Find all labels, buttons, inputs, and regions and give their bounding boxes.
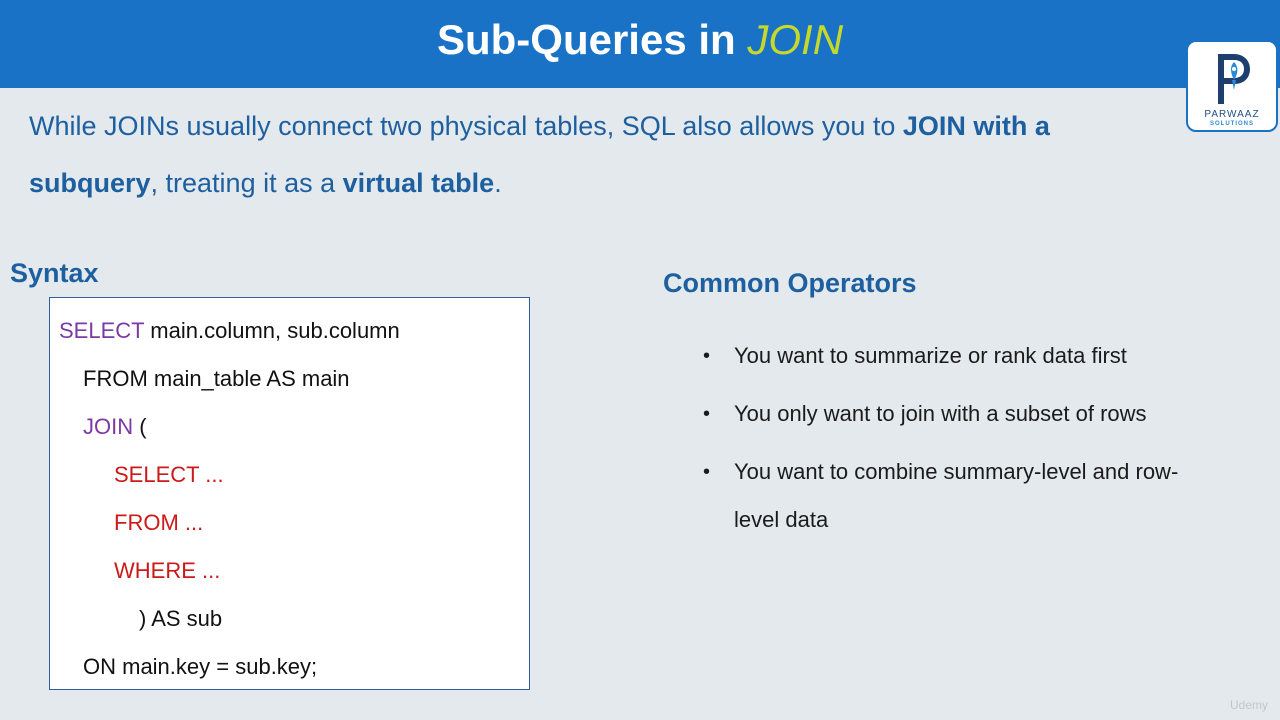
syntax-heading: Syntax	[10, 258, 99, 288]
code-text: (	[133, 414, 147, 439]
list-item: • You only want to join with a subset of…	[700, 390, 1220, 438]
code-line-7: ) AS sub	[139, 606, 223, 631]
slide-title-main: Sub-Queries in	[436, 16, 748, 63]
intro-text-3: .	[494, 168, 502, 198]
code-line-6: WHERE ...	[114, 558, 221, 583]
code-line-3: JOIN (	[83, 414, 147, 440]
operators-list: • You want to summarize or rank data fir…	[700, 332, 1220, 554]
code-text: main.column, sub.column	[144, 318, 400, 343]
intro-bold-2: virtual table	[342, 168, 495, 198]
udemy-watermark: Udemy	[1229, 698, 1268, 712]
code-keyword: JOIN	[83, 414, 134, 439]
title-bar: Sub-Queries in JOIN	[0, 0, 1280, 88]
parwaaz-logo: PARWAAZ SOLUTIONS	[1186, 40, 1278, 132]
logo-brand-text: PARWAAZ	[1204, 109, 1260, 120]
code-keyword: SELECT	[59, 318, 145, 343]
bullet-icon: •	[703, 461, 711, 483]
code-line-1: SELECT main.column, sub.column	[59, 318, 400, 344]
code-line-2: FROM main_table AS main	[83, 366, 350, 392]
logo-sub-text: SOLUTIONS	[1209, 121, 1254, 127]
intro-paragraph: While JOINs usually connect two physical…	[29, 98, 1139, 212]
intro-text-1: While JOINs usually connect two physical…	[29, 111, 903, 141]
code-line-4: SELECT ...	[114, 462, 224, 487]
list-item-text: You want to combine summary-level and ro…	[734, 459, 1179, 532]
code-text: FROM main_table AS main	[83, 366, 350, 391]
common-operators-heading: Common Operators	[663, 268, 917, 298]
bullet-icon: •	[703, 345, 711, 367]
list-item-text: You only want to join with a subset of r…	[734, 401, 1147, 426]
code-line-5: FROM ...	[114, 510, 204, 535]
intro-bold-1: JOIN with a subquery	[29, 111, 1050, 198]
intro-text-2: , treating it as a	[150, 168, 343, 198]
list-item-text: You want to summarize or rank data first	[734, 343, 1127, 368]
slide-title: Sub-Queries in JOIN	[0, 16, 1280, 64]
list-item: • You want to summarize or rank data fir…	[700, 332, 1220, 380]
rocket-logo-icon	[1218, 54, 1250, 104]
bullet-icon: •	[703, 403, 711, 425]
list-item: • You want to combine summary-level and …	[700, 448, 1220, 544]
slide-title-accent: JOIN	[747, 16, 844, 63]
code-line-8: ON main.key = sub.key;	[83, 654, 318, 679]
sql-code-box: SELECT main.column, sub.column FROM main…	[49, 297, 530, 690]
